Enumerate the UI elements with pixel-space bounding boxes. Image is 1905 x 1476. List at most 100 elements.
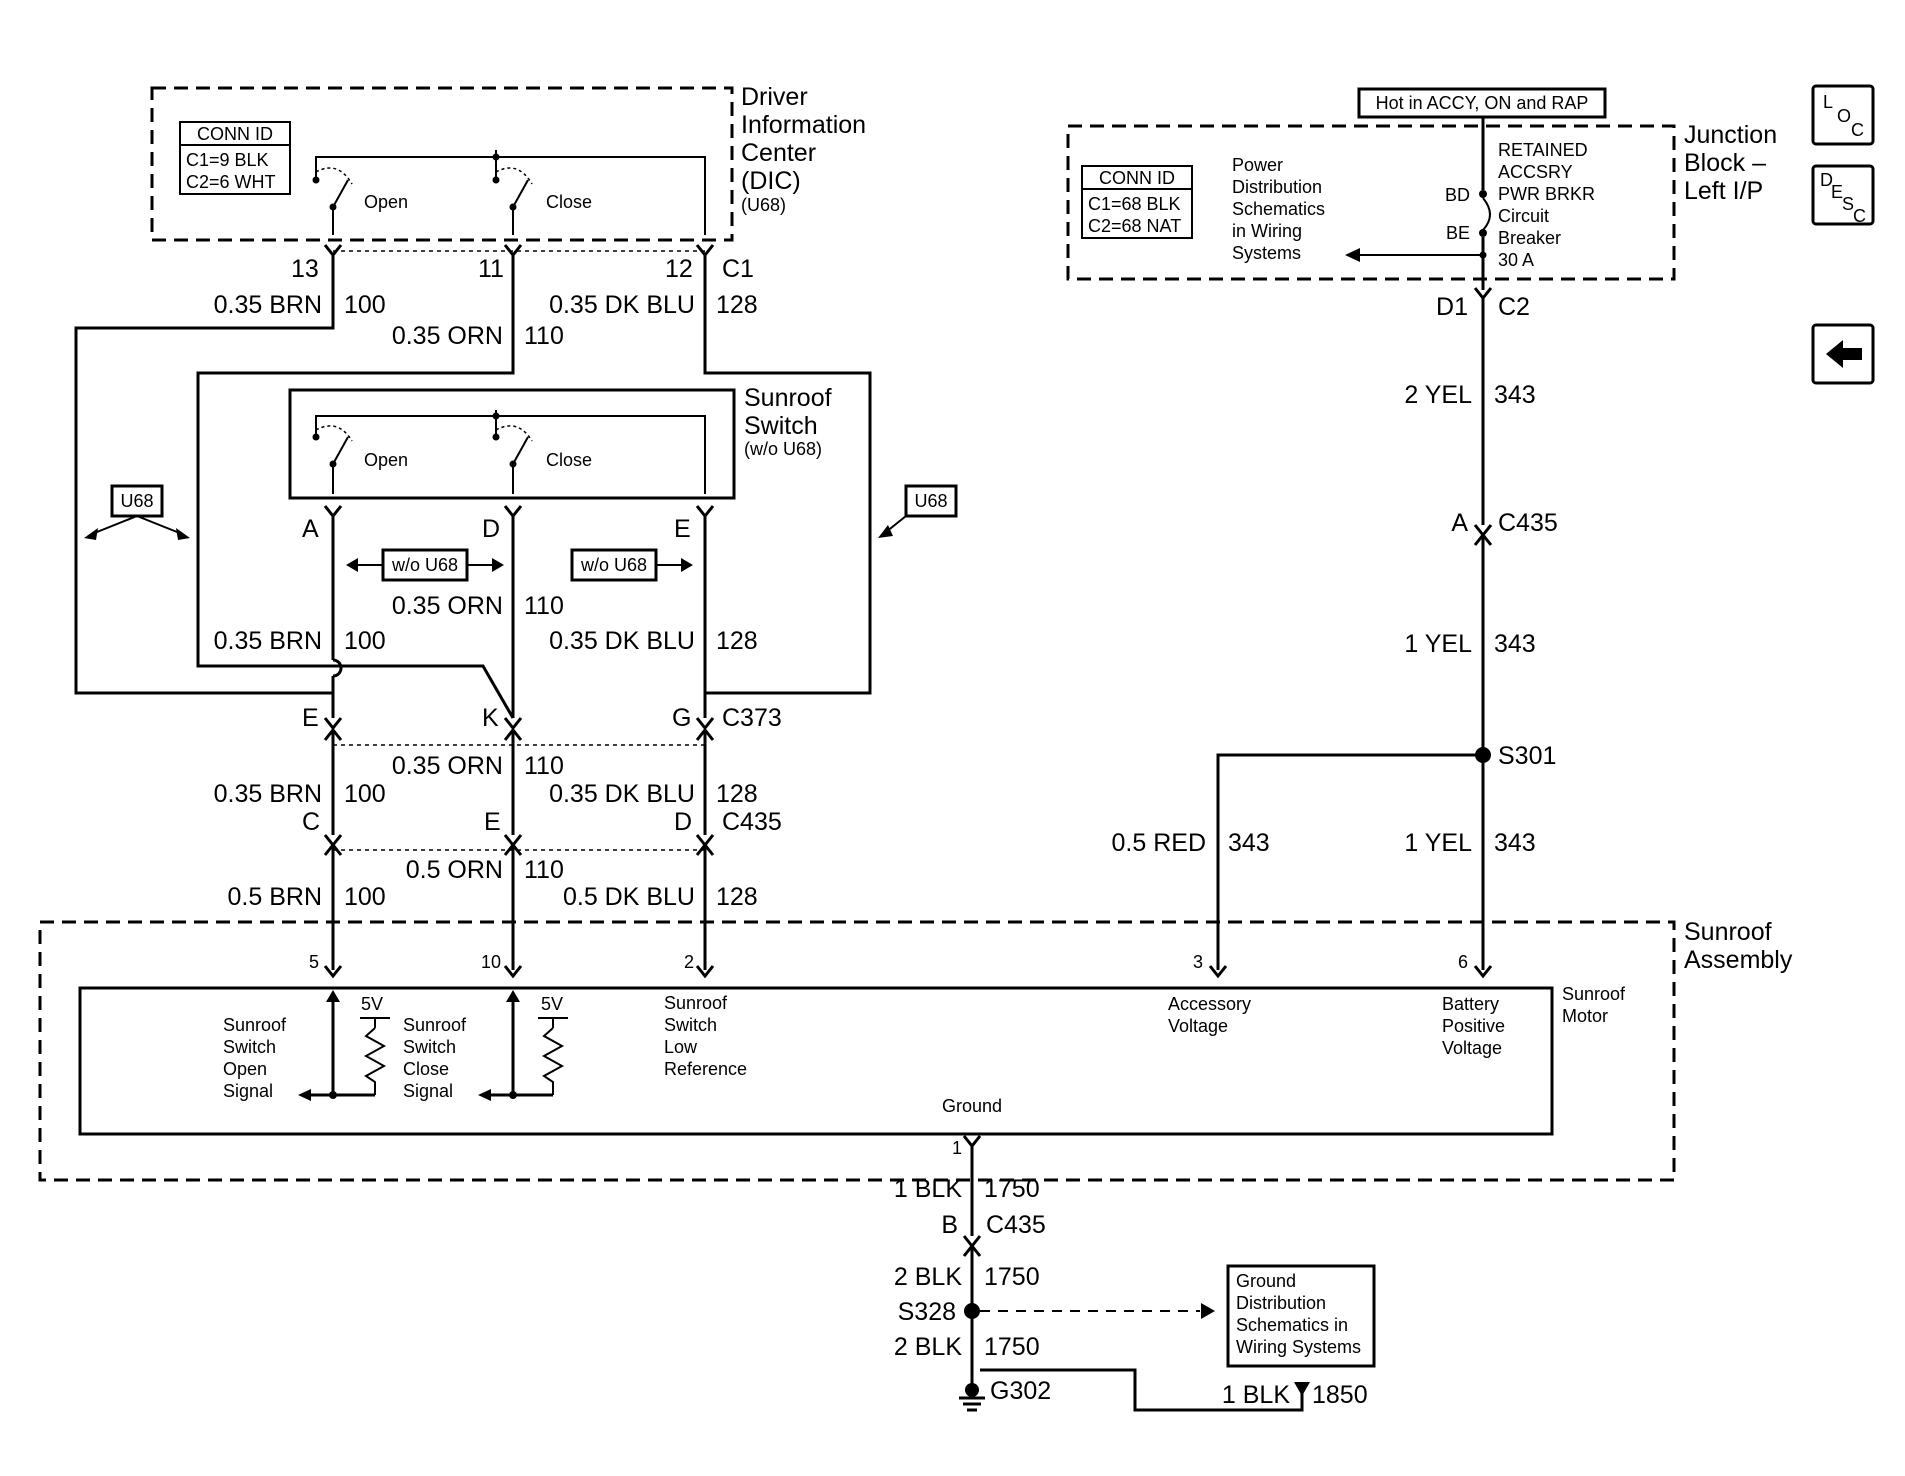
- svg-text:PWR BRKR: PWR BRKR: [1498, 184, 1595, 204]
- svg-text:S328: S328: [898, 1298, 956, 1326]
- svg-text:2 YEL: 2 YEL: [1404, 381, 1472, 409]
- svg-text:Distribution: Distribution: [1232, 177, 1322, 197]
- junction-block-outline: [1066, 124, 1676, 281]
- svg-text:E: E: [302, 704, 319, 732]
- svg-text:Accessory: Accessory: [1168, 994, 1251, 1014]
- ground-path: 1 1 BLK 1750 B C435 2 BLK 1750 S328 2 BL…: [894, 1135, 1368, 1412]
- svg-text:S: S: [1842, 194, 1854, 214]
- svg-text:(U68): (U68): [741, 195, 786, 215]
- svg-text:128: 128: [716, 780, 758, 808]
- svg-text:C1: C1: [722, 255, 754, 283]
- svg-text:343: 343: [1494, 829, 1536, 857]
- svg-text:C435: C435: [1498, 509, 1558, 537]
- svg-text:0.5 BRN: 0.5 BRN: [228, 883, 322, 911]
- svg-text:G302: G302: [990, 1377, 1051, 1405]
- c373-to-c435-wires: 0.35 ORN 110 0.35 BRN 100 0.35 DK BLU 12…: [214, 730, 758, 835]
- svg-text:Switch: Switch: [744, 412, 818, 440]
- dic-title: Driver Information Center (DIC) (U68): [741, 83, 866, 215]
- svg-text:100: 100: [344, 883, 386, 911]
- svg-text:1: 1: [952, 1138, 962, 1158]
- sunroof-assembly-outline: [38, 920, 1676, 1182]
- svg-text:Motor: Motor: [1562, 1006, 1608, 1026]
- svg-text:11: 11: [478, 255, 504, 283]
- svg-text:1 YEL: 1 YEL: [1404, 829, 1472, 857]
- svg-text:Schematics: Schematics: [1232, 199, 1325, 219]
- svg-text:L: L: [1823, 92, 1833, 112]
- sunroof-motor-label: Sunroof Motor: [1562, 984, 1626, 1026]
- svg-text:Reference: Reference: [664, 1059, 747, 1079]
- svg-text:12: 12: [665, 255, 693, 283]
- u68-option-tag-right: U68: [878, 484, 958, 538]
- svg-text:Sunroof: Sunroof: [664, 993, 728, 1013]
- svg-text:Wiring Systems: Wiring Systems: [1236, 1337, 1361, 1357]
- svg-text:E: E: [484, 808, 501, 836]
- svg-text:Power: Power: [1232, 155, 1283, 175]
- svg-text:0.35 DK BLU: 0.35 DK BLU: [549, 780, 695, 808]
- assembly-input-wires: 0.5 ORN 110 0.5 BRN 100 0.5 DK BLU 128: [228, 845, 758, 970]
- svg-text:10: 10: [481, 952, 501, 972]
- svg-text:343: 343: [1228, 829, 1270, 857]
- svg-text:Block –: Block –: [1684, 149, 1766, 177]
- dic-close-label: Close: [546, 192, 592, 212]
- junction-conn-id-box: CONN ID C1=68 BLK C2=68 NAT: [1081, 165, 1193, 239]
- svg-text:E: E: [674, 515, 691, 543]
- svg-text:A: A: [1451, 509, 1468, 537]
- svg-text:O: O: [1837, 106, 1851, 126]
- svg-text:100: 100: [344, 627, 386, 655]
- svg-text:ACCSRY: ACCSRY: [1498, 162, 1573, 182]
- svg-text:E: E: [1831, 182, 1843, 202]
- svg-text:in Wiring: in Wiring: [1232, 221, 1302, 241]
- svg-text:110: 110: [524, 592, 564, 620]
- dic-c1-connector: 13 11 12 C1: [291, 244, 754, 283]
- svg-text:G: G: [672, 704, 691, 732]
- svg-text:C1=68 BLK: C1=68 BLK: [1088, 194, 1181, 214]
- svg-text:Voltage: Voltage: [1168, 1016, 1228, 1036]
- svg-text:0.35 BRN: 0.35 BRN: [214, 780, 322, 808]
- desc-button[interactable]: D E S C: [1811, 164, 1875, 226]
- close-signal-circuit: 5V Sunroof Switch Close Signal: [403, 990, 568, 1101]
- switch-close-label: Close: [546, 450, 592, 470]
- svg-text:w/o U68: w/o U68: [580, 555, 647, 575]
- svg-text:100: 100: [344, 780, 386, 808]
- svg-text:Sunroof: Sunroof: [744, 384, 832, 412]
- hot-in-label: Hot in ACCY, ON and RAP: [1357, 87, 1607, 119]
- sunroof-switch-contacts: Open Close: [312, 410, 706, 494]
- back-button[interactable]: [1811, 323, 1875, 385]
- sunroof-motor-module: [78, 986, 1554, 1136]
- loc-button[interactable]: L O C: [1811, 84, 1875, 146]
- dic-wires: 0.35 BRN 100 0.35 ORN 110 0.35 DK BLU 12…: [74, 255, 872, 719]
- svg-text:Information: Information: [741, 111, 866, 139]
- svg-text:C435: C435: [986, 1211, 1046, 1239]
- ground-distribution-reference: Ground Distribution Schematics in Wiring…: [1226, 1264, 1376, 1368]
- svg-text:Open: Open: [223, 1059, 267, 1079]
- svg-text:Breaker: Breaker: [1498, 228, 1561, 248]
- svg-text:0.35 BRN: 0.35 BRN: [214, 627, 322, 655]
- junction-block-title: Junction Block – Left I/P: [1684, 121, 1777, 205]
- svg-text:100: 100: [344, 291, 386, 319]
- svg-text:CONN ID: CONN ID: [1099, 168, 1175, 188]
- sunroof-assembly-title: Sunroof Assembly: [1684, 918, 1793, 974]
- svg-text:1750: 1750: [984, 1263, 1040, 1291]
- svg-text:Hot in ACCY, ON and RAP: Hot in ACCY, ON and RAP: [1376, 93, 1589, 113]
- dic-open-label: Open: [364, 192, 408, 212]
- svg-text:343: 343: [1494, 630, 1536, 658]
- svg-text:U68: U68: [120, 491, 153, 511]
- svg-text:30 A: 30 A: [1498, 250, 1534, 270]
- svg-text:1750: 1750: [984, 1333, 1040, 1361]
- svg-text:0.35 DK BLU: 0.35 DK BLU: [549, 291, 695, 319]
- svg-text:C2=6 WHT: C2=6 WHT: [186, 172, 276, 192]
- switch-output-wires: 0.35 ORN 110 0.35 BRN 100 0.35 DK BLU 12…: [214, 516, 758, 718]
- svg-text:Switch: Switch: [664, 1015, 717, 1035]
- svg-text:S301: S301: [1498, 742, 1556, 770]
- power-distribution-reference: Power Distribution Schematics in Wiring …: [1232, 155, 1325, 263]
- assembly-pins: 5 10 2 3 6: [309, 952, 1493, 979]
- svg-text:D: D: [674, 808, 692, 836]
- dic-conn-id-box: CONN ID C1=9 BLK C2=6 WHT: [179, 121, 291, 195]
- svg-text:128: 128: [716, 291, 758, 319]
- svg-text:Sunroof: Sunroof: [223, 1015, 287, 1035]
- sunroof-switch-pins: A D E: [302, 505, 715, 543]
- svg-text:Center: Center: [741, 139, 816, 167]
- svg-text:Left I/P: Left I/P: [1684, 177, 1763, 205]
- c435-left-connector: C E D C435: [302, 808, 782, 856]
- svg-text:U68: U68: [914, 491, 947, 511]
